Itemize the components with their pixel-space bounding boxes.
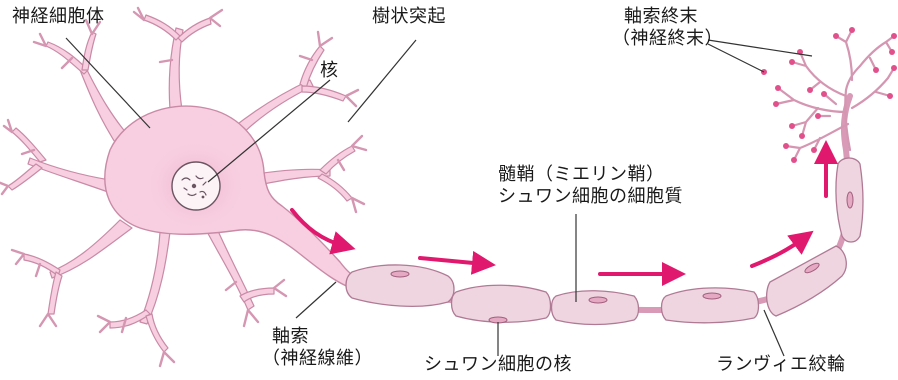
cell-body — [0, 8, 366, 366]
label-nucleus: 核 — [320, 60, 339, 82]
signal-arrow-2 — [420, 258, 484, 264]
label-dendrite: 樹状突起 — [372, 6, 446, 28]
label-schwann-cytoplasm: シュワン細胞の細胞質 — [498, 186, 683, 208]
leader-axon — [296, 282, 336, 318]
label-axon-terminal-sub: （神経終末） — [612, 28, 723, 50]
nucleus — [172, 162, 220, 210]
label-axon-sub: （神経線維） — [262, 348, 373, 370]
myelin-segment-3 — [552, 291, 639, 325]
leader-dendrite — [348, 40, 416, 122]
label-myelin-group: 髄鞘（ミエリン鞘） シュワン細胞の細胞質 — [498, 164, 683, 208]
label-axon-main: 軸索 — [262, 326, 373, 348]
label-schwann-nucleus: シュワン細胞の核 — [424, 354, 572, 376]
myelin-segment-5 — [767, 246, 847, 316]
label-myelin: 髄鞘（ミエリン鞘） — [498, 164, 683, 186]
signal-arrow-4 — [752, 238, 804, 266]
axon-terminal — [776, 30, 894, 160]
label-axon-terminal: 軸索終末 （神経終末） — [612, 6, 723, 50]
leader-ranvier — [764, 310, 784, 356]
label-cell-body: 神経細胞体 — [12, 6, 105, 28]
leader-axon-terminal-1 — [708, 40, 812, 56]
label-ranvier: ランヴィエ絞輪 — [716, 354, 846, 376]
label-axon: 軸索 （神経線維） — [262, 326, 373, 370]
label-axon-terminal-main: 軸索終末 — [612, 6, 723, 28]
